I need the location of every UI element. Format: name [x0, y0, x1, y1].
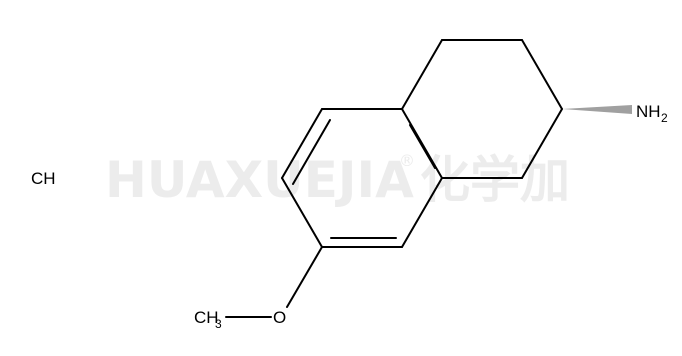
methyl-subscript: 3 [215, 317, 222, 331]
bond-c8-c7-inner [292, 119, 331, 185]
bond-c5-c4a [401, 177, 443, 248]
bond-c3-c4 [521, 108, 563, 179]
bond-c7-c6 [281, 177, 323, 248]
bond-c8a-c4a-inner [409, 124, 436, 169]
amine-label: NH [636, 102, 661, 121]
bonds [225, 39, 632, 318]
bond-c8-c7 [281, 108, 323, 179]
bond-c8a-c4a [401, 108, 443, 179]
bond-c2-c3 [521, 39, 563, 110]
bond-c1-c8a [401, 39, 443, 110]
salt-label: CH [31, 169, 56, 188]
stereo-wedge-bond [562, 105, 632, 114]
watermark-registered-mark: ® [399, 151, 415, 170]
amine-subscript: 2 [661, 111, 668, 125]
watermark-latin: HUAXUEJIA [105, 151, 414, 209]
oxygen-label: O [273, 308, 286, 327]
atom-labels: NH 2 O CH 3 CH [31, 102, 668, 331]
methyl-label: CH [194, 308, 219, 327]
watermark: HUAXUEJIA ® 化学加 [105, 151, 570, 209]
watermark-cjk: 化学加 [420, 151, 570, 209]
bond-c6-o [286, 246, 323, 308]
